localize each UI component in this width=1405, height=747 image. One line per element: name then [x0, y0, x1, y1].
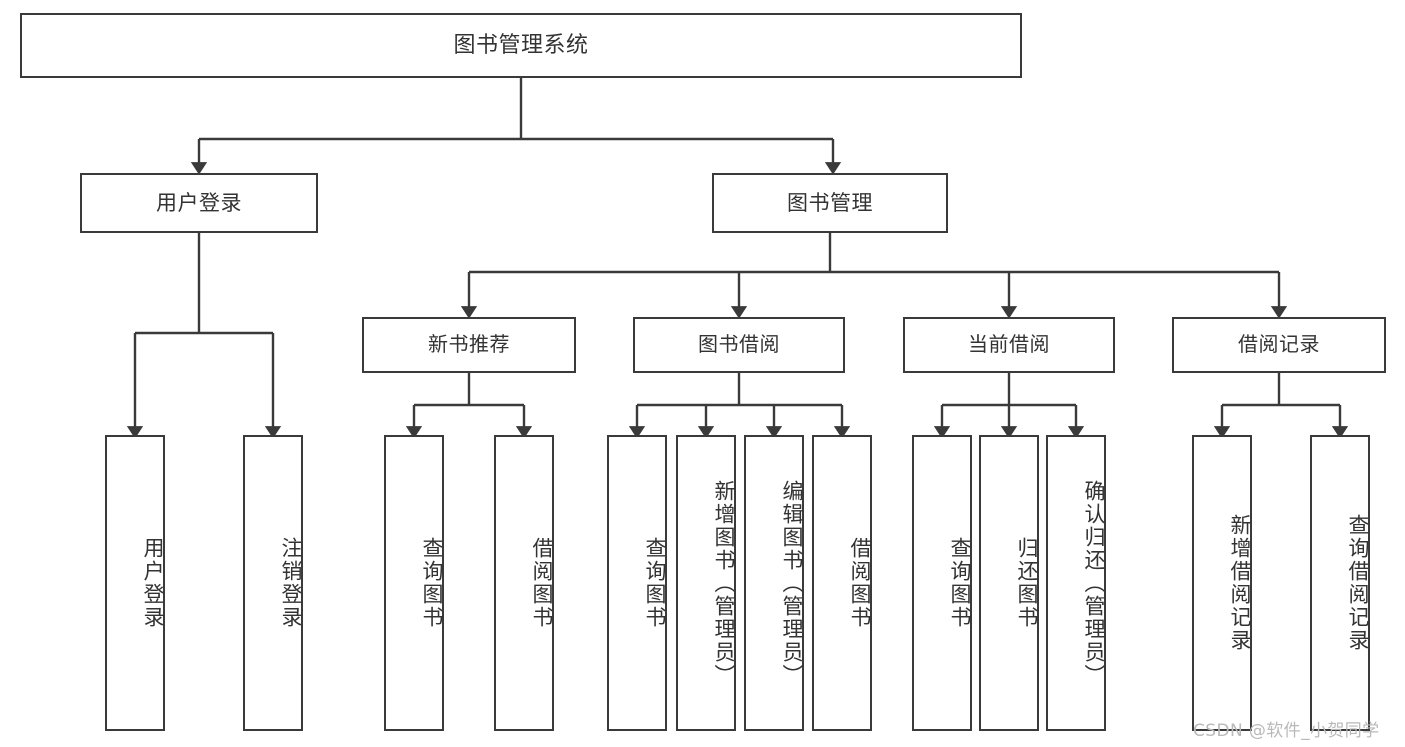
csdn-watermark: CSDN @软件_小贺同学: [1193, 721, 1380, 741]
leaf-user-login-logout[interactable]: 注销登录: [243, 435, 303, 731]
node-book-manage[interactable]: 图书管理: [712, 173, 948, 233]
node-user-login[interactable]: 用户登录: [80, 173, 318, 233]
node-root-system[interactable]: 图书管理系统: [20, 13, 1022, 78]
leaf-current-borrow-return[interactable]: 归还图书: [979, 435, 1039, 731]
leaf-current-borrow-confirm-return[interactable]: 确认归还（管理员）: [1046, 435, 1106, 731]
leaf-new-book-query[interactable]: 查询图书: [384, 435, 444, 731]
node-current-borrow[interactable]: 当前借阅: [903, 317, 1115, 373]
leaf-borrow-record-query[interactable]: 查询借阅记录: [1310, 435, 1370, 731]
leaf-current-borrow-query[interactable]: 查询图书: [912, 435, 972, 731]
leaf-book-borrow-query[interactable]: 查询图书: [607, 435, 667, 731]
leaf-borrow-record-add[interactable]: 新增借阅记录: [1192, 435, 1252, 731]
leaf-book-borrow-edit[interactable]: 编辑图书（管理员）: [744, 435, 804, 731]
leaf-book-borrow-add[interactable]: 新增图书（管理员）: [676, 435, 736, 731]
leaf-user-login-login[interactable]: 用户登录: [105, 435, 165, 731]
leaf-new-book-borrow[interactable]: 借阅图书: [494, 435, 554, 731]
node-borrow-record[interactable]: 借阅记录: [1172, 317, 1386, 373]
node-new-book-recommend[interactable]: 新书推荐: [362, 317, 576, 373]
leaf-book-borrow-borrow[interactable]: 借阅图书: [812, 435, 872, 731]
node-book-borrow[interactable]: 图书借阅: [633, 317, 845, 373]
